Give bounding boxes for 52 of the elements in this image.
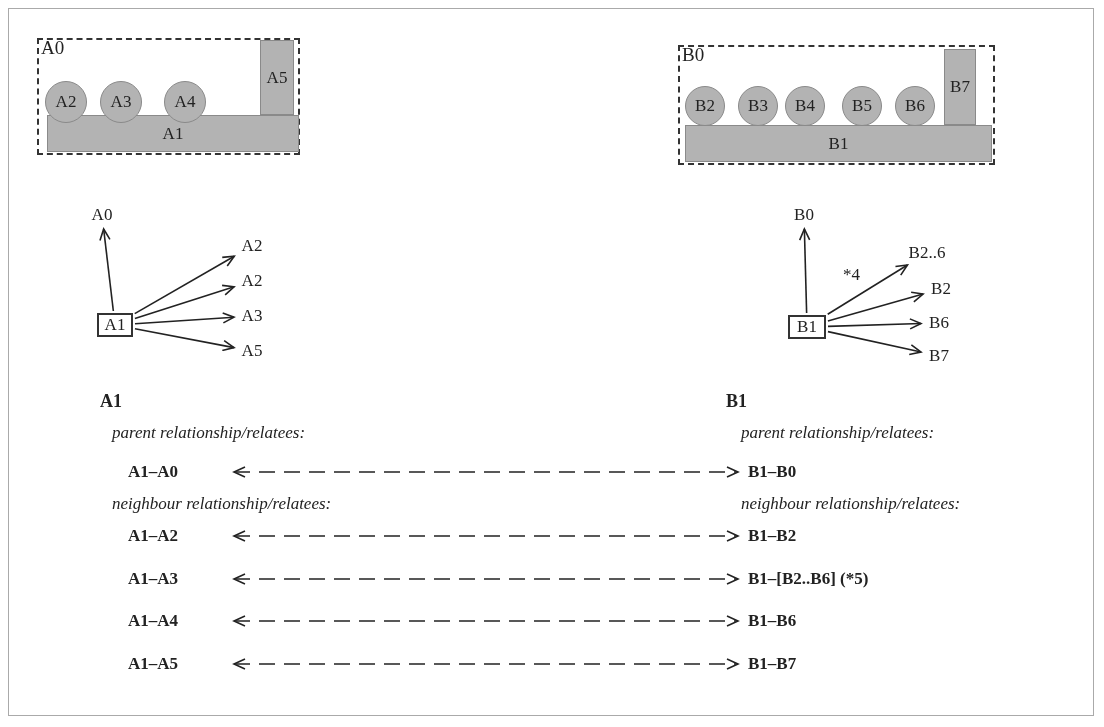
node-label: B6 <box>923 312 955 334</box>
shaded-bar: B7 <box>944 49 976 125</box>
arrow <box>99 228 115 312</box>
relation-heading: neighbour relationship/relatees: <box>741 495 961 512</box>
arrow <box>233 466 739 478</box>
arrow <box>233 658 739 670</box>
arrow <box>827 318 922 330</box>
node-label: B7 <box>923 345 955 367</box>
frame-label: B0 <box>682 45 705 64</box>
relation-label: A1–A2 <box>128 524 224 548</box>
node-label: A3 <box>236 305 268 327</box>
section-heading: B1 <box>726 392 747 410</box>
relation-label: B1–B6 <box>748 609 948 633</box>
dashed-frame <box>37 38 300 155</box>
node-label: A2 <box>236 270 268 292</box>
edge-label: *4 <box>842 266 861 283</box>
relation-label: B1–B7 <box>748 652 948 676</box>
section-heading: A1 <box>100 392 122 410</box>
node-label: A5 <box>236 340 268 362</box>
node-label: B2..6 <box>898 242 956 264</box>
arrow <box>134 328 235 352</box>
dashed-frame <box>678 45 995 165</box>
arrow <box>133 255 236 315</box>
relation-label: A1–A4 <box>128 609 224 633</box>
arrow <box>827 291 924 322</box>
relation-heading: parent relationship/relatees: <box>741 424 935 441</box>
node-box: A1 <box>97 313 133 337</box>
arrow <box>134 284 235 320</box>
node-box: B1 <box>788 315 826 339</box>
relation-heading: parent relationship/relatees: <box>112 424 306 441</box>
relation-label: A1–A0 <box>128 460 224 484</box>
arrow <box>233 573 739 585</box>
arrow <box>827 330 922 356</box>
shaded-bar: B1 <box>685 125 992 162</box>
node-label: B2 <box>925 278 957 300</box>
arrow <box>134 312 235 325</box>
frame-label: A0 <box>41 38 65 57</box>
arrow <box>798 228 811 314</box>
relation-label: A1–A5 <box>128 652 224 676</box>
shaded-bar: A1 <box>47 115 299 152</box>
shaded-bar: A5 <box>260 40 294 115</box>
arrow <box>233 615 739 627</box>
node-label: A0 <box>84 203 120 227</box>
arrow <box>826 264 909 316</box>
relation-label: B1–[B2..B6] (*5) <box>748 567 948 591</box>
relation-heading: neighbour relationship/relatees: <box>112 495 332 512</box>
relation-label: B1–B0 <box>748 460 948 484</box>
arrow <box>233 530 739 542</box>
relation-label: A1–A3 <box>128 567 224 591</box>
node-label: B0 <box>786 203 822 227</box>
relation-label: B1–B2 <box>748 524 948 548</box>
node-label: A2 <box>236 235 268 257</box>
